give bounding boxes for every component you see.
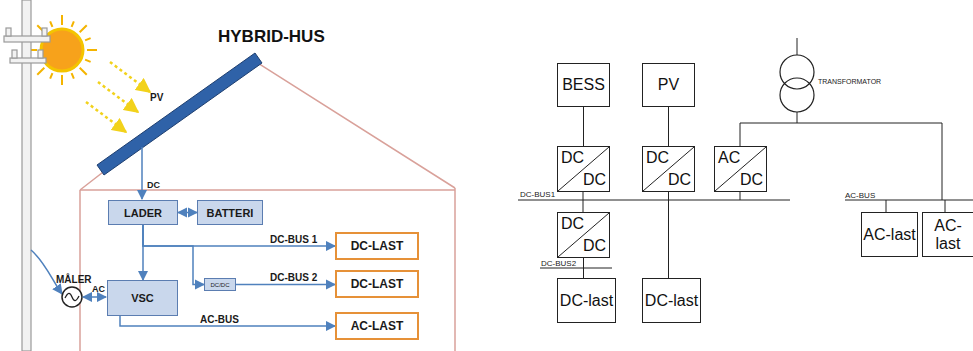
text-label: MÅLER xyxy=(56,274,92,285)
ac-wire xyxy=(83,296,106,298)
connector xyxy=(143,225,335,246)
dc-feed-wire xyxy=(141,147,143,199)
node-text: DC xyxy=(561,149,584,167)
text-label: AC-BUS xyxy=(845,191,875,200)
connector xyxy=(583,107,584,146)
node-text: DC-last xyxy=(645,292,698,310)
node-text: VSC xyxy=(131,292,154,304)
pv-box: PV xyxy=(642,63,695,107)
text-label: AC xyxy=(92,284,105,294)
converter-box: DC DC xyxy=(642,146,695,192)
meter-symbol xyxy=(62,287,82,307)
transformer-symbol xyxy=(780,55,814,112)
text-label: TRANSFORMATOR xyxy=(818,78,881,85)
node-text: BATTERI xyxy=(207,207,254,219)
text-label: AC-BUS xyxy=(200,314,239,325)
dcdc-box: DC/DC xyxy=(204,278,236,291)
connector xyxy=(668,107,669,146)
sunlight-arrows xyxy=(86,62,150,132)
dc-load-box: DC-LAST xyxy=(335,232,419,260)
node-text: DC-last xyxy=(560,292,613,310)
diagram-title: HYBRID-HUS xyxy=(218,27,325,47)
dc-load-box: DC-last xyxy=(557,278,616,323)
ac-load-box: AC-last xyxy=(861,212,918,257)
dc-load-box: DC-last xyxy=(642,278,701,323)
house-outline xyxy=(80,58,455,351)
text-label: DC xyxy=(147,180,160,190)
connector xyxy=(178,212,197,214)
storage-box: BESS xyxy=(557,63,610,107)
sun xyxy=(27,15,97,85)
node-text: DC xyxy=(668,171,691,189)
node-text: DC xyxy=(583,237,606,255)
connector xyxy=(668,192,669,278)
text-label: DC-BUS2 xyxy=(541,259,576,268)
battery-box: BATTERI xyxy=(197,200,263,225)
converter-box: VSC xyxy=(107,280,178,316)
converter-box: DC DC xyxy=(557,212,610,258)
connector xyxy=(583,258,584,278)
text-label: DC-BUS1 xyxy=(520,190,555,199)
node-text: DC-LAST xyxy=(351,277,404,291)
text-label: DC-BUS 2 xyxy=(270,272,317,283)
node-text: PV xyxy=(658,76,679,94)
node-text: LADER xyxy=(124,207,162,219)
solar-panel xyxy=(97,53,262,175)
connector xyxy=(143,225,204,285)
text-label: PV xyxy=(150,92,163,103)
node-text: DC xyxy=(583,171,606,189)
node-text: AC-LAST xyxy=(351,319,404,333)
service-wire xyxy=(31,250,62,294)
node-text: DC-LAST xyxy=(351,239,404,253)
utility-pole xyxy=(4,0,50,351)
ac-load-box: AC-LAST xyxy=(335,312,419,340)
converter-box: DC DC xyxy=(557,146,610,192)
node-text: BESS xyxy=(562,76,605,94)
node-text: DC/DC xyxy=(211,282,230,288)
node-text: DC xyxy=(740,171,763,189)
ac-load-box: AC-last xyxy=(922,212,973,257)
node-text: DC xyxy=(646,149,669,167)
dc-load-box: DC-LAST xyxy=(335,270,419,298)
schematic-wires xyxy=(518,38,973,268)
node-text: AC xyxy=(718,149,740,167)
node-text: AC-last xyxy=(863,226,915,244)
text-label: DC-BUS 1 xyxy=(270,234,317,245)
connector xyxy=(236,284,335,286)
node-text: DC xyxy=(561,215,584,233)
charger-box: LADER xyxy=(108,200,178,225)
node-text: AC-last xyxy=(923,217,973,252)
converter-box: ACDC xyxy=(714,146,767,192)
